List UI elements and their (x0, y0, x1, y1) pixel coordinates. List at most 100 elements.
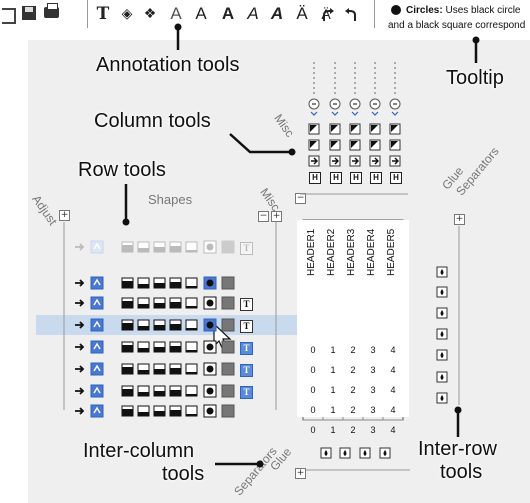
row-misc-text-button-blue[interactable]: T (240, 364, 253, 377)
row-shape-fill (122, 367, 133, 374)
row-move-icon[interactable] (75, 407, 85, 415)
row-shape-fill (138, 370, 149, 374)
glue-bottom-add-button[interactable]: + (295, 468, 306, 479)
column-sort-asc-icon[interactable] (329, 123, 341, 135)
row-move-icon[interactable] (75, 365, 85, 373)
matrix-header-3: HEADER3 (346, 228, 357, 276)
row-square-shape-button[interactable] (221, 296, 235, 310)
row-misc-text-button[interactable]: T (240, 320, 253, 333)
row-shape-fill (154, 411, 165, 416)
row-collapse-icon[interactable] (90, 318, 104, 332)
matrix-cell-value: 0 (310, 365, 316, 375)
column-move-right-glyph (352, 157, 359, 165)
row-tools-callout: Row tools (78, 159, 166, 181)
column-sort-desc-icon[interactable] (349, 139, 361, 151)
row-misc-text-button[interactable]: T (240, 298, 253, 311)
row-shape-fill (154, 347, 165, 352)
column-misc-h-button[interactable]: H (350, 172, 362, 184)
row-move-icon[interactable] (75, 343, 85, 351)
row-misc-text-button-blue[interactable]: T (240, 386, 253, 399)
row-square-shape-button[interactable] (221, 276, 235, 290)
column-expand-icon[interactable] (351, 111, 359, 116)
row-square-shape-button[interactable] (221, 362, 235, 376)
annotation-leader-dot (174, 23, 182, 31)
row-shape-fill (170, 410, 181, 416)
column-expand-icon[interactable] (310, 111, 318, 116)
row-shape-fill (154, 325, 165, 330)
matrix-cell-value: 1 (330, 385, 336, 395)
adjust-add-button[interactable]: + (59, 210, 70, 221)
matrix-cell-value: 3 (370, 425, 376, 435)
drop-icon (363, 450, 367, 456)
row-shape-fill (138, 326, 149, 330)
row-shape-fill (186, 250, 197, 252)
column-misc-h-button[interactable]: H (370, 172, 382, 184)
column-expand-icon[interactable] (371, 111, 379, 116)
column-sort-desc-icon[interactable] (389, 139, 401, 151)
row-move-icon[interactable] (75, 321, 85, 329)
row-move-icon[interactable] (75, 299, 85, 307)
matrix-header-1: HEADER1 (306, 228, 317, 276)
font-regular-icon[interactable]: A (195, 4, 207, 23)
column-sort-asc-icon[interactable] (349, 123, 361, 135)
fill-icon[interactable]: ◈ (121, 6, 133, 22)
row-collapse-icon[interactable] (90, 276, 104, 290)
misc-row-remove-button[interactable]: − (258, 211, 269, 222)
row-square-shape-button[interactable] (221, 404, 235, 418)
column-misc-h-button[interactable]: H (330, 172, 342, 184)
font-size-down-icon[interactable]: Ä (321, 6, 331, 22)
bold-text-icon[interactable]: T (96, 4, 110, 24)
row-collapse-glyph (93, 406, 101, 414)
font-bold-italic-icon[interactable]: A (270, 4, 284, 23)
row-move-icon[interactable] (75, 243, 85, 251)
row-collapse-icon[interactable] (90, 362, 104, 376)
drop-icon (343, 450, 347, 456)
row-collapse-glyph (93, 298, 101, 306)
row-misc-text-button-ghost[interactable]: T (240, 242, 253, 255)
matrix-cell-value: 2 (350, 385, 356, 395)
pattern-icon[interactable]: ❖ (143, 6, 157, 22)
column-expand-icon[interactable] (331, 111, 339, 116)
misc-row-add-button[interactable]: + (271, 211, 282, 222)
row-collapse-icon[interactable] (90, 296, 104, 310)
row-collapse-icon[interactable] (90, 404, 104, 418)
row-square-shape-button[interactable] (221, 240, 235, 254)
matrix-cell-value: 2 (350, 345, 356, 355)
glue-top-add-button[interactable]: + (454, 214, 465, 225)
column-misc-h-button[interactable]: H (309, 172, 321, 184)
font-bold-icon[interactable]: A (221, 4, 235, 23)
row-move-icon[interactable] (75, 279, 85, 287)
font-italic-icon[interactable]: A (247, 4, 259, 23)
font-size-up-icon[interactable]: Ä (296, 4, 308, 23)
row-misc-text-button-blue[interactable]: T (240, 342, 253, 355)
column-sort-asc-icon[interactable] (389, 123, 401, 135)
column-expand-icon[interactable] (391, 111, 399, 116)
redo-icon[interactable] (320, 7, 336, 23)
row-square-shape-button[interactable] (221, 384, 235, 398)
undo-icon[interactable] (343, 7, 359, 23)
matrix-cell-value: 0 (310, 345, 316, 355)
column-sort-desc-icon[interactable] (308, 139, 320, 151)
column-sort-desc-glyph (331, 141, 338, 148)
column-sort-desc-icon[interactable] (369, 139, 381, 151)
column-sort-asc-glyph (351, 125, 358, 132)
row-move-icon[interactable] (75, 387, 85, 395)
row-shape-fill (138, 348, 149, 352)
column-sort-asc-icon[interactable] (369, 123, 381, 135)
column-sort-desc-icon[interactable] (329, 139, 341, 151)
row-square-shape-button[interactable] (221, 340, 235, 354)
column-misc-h-button[interactable]: H (390, 172, 402, 184)
font-thin-icon[interactable]: A (170, 4, 182, 23)
row-square-shape-button[interactable] (221, 318, 235, 332)
row-shape-fill (170, 282, 181, 288)
drop-icon (383, 450, 387, 456)
row-collapse-icon[interactable] (90, 340, 104, 354)
row-collapse-icon[interactable] (90, 384, 104, 398)
print-icon[interactable] (44, 3, 59, 18)
tooltip-callout: Tooltip (446, 67, 504, 89)
column-sort-asc-icon[interactable] (308, 123, 320, 135)
row-collapse-icon[interactable] (90, 240, 104, 254)
save-icon[interactable] (22, 6, 36, 20)
align-icon[interactable] (2, 8, 16, 24)
row-shape-fill (122, 345, 133, 352)
